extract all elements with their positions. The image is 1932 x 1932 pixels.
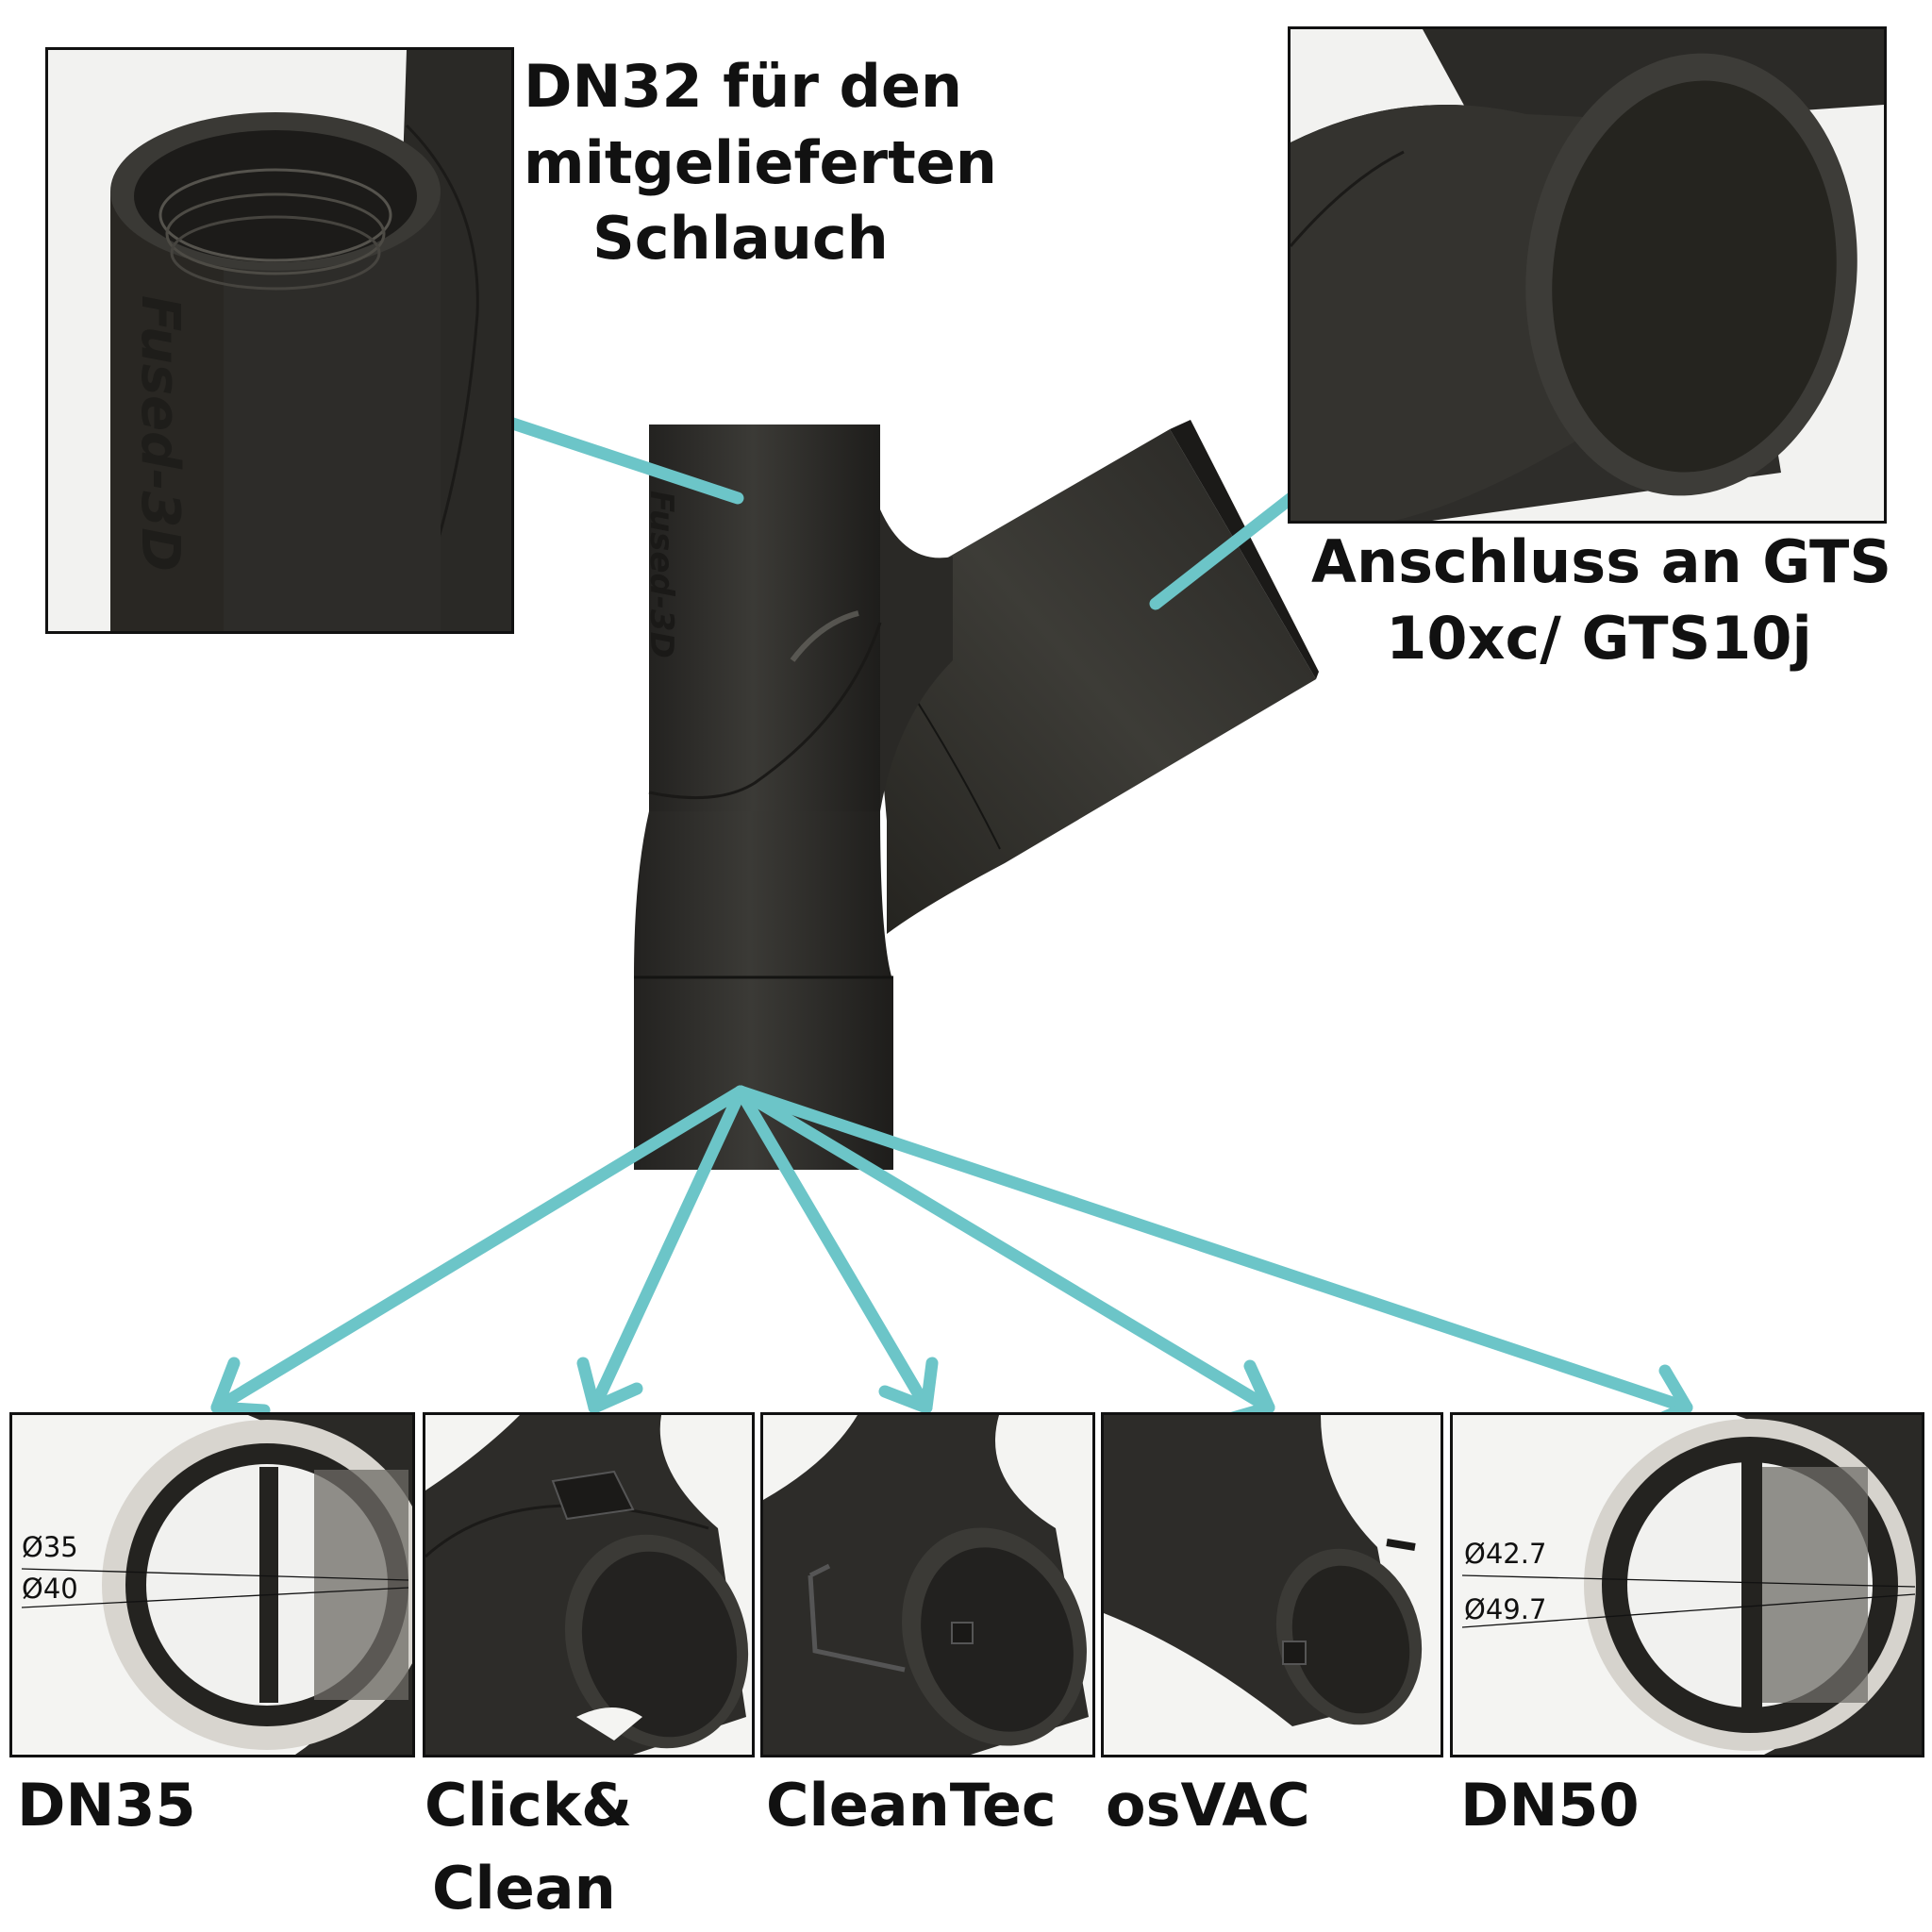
caption-dn35-line-1: DN35 <box>17 1771 196 1840</box>
caption-dn35: DN35 <box>17 1764 196 1847</box>
caption-osvac-line-1: osVAC <box>1106 1771 1310 1840</box>
gts-render <box>1291 29 1884 521</box>
branch-pipe <box>868 429 1316 934</box>
inset-dn50: Ø42.7 Ø49.7 <box>1450 1412 1924 1757</box>
dn35-render: Ø35 Ø40 <box>12 1415 412 1755</box>
caption-click-clean-line-1: Click& <box>425 1771 633 1840</box>
arrow-to-click-clean <box>576 1085 747 1414</box>
callout-dn32-line-3: Schlauch <box>592 204 889 274</box>
caption-click-clean: Click& Clean <box>425 1764 632 1930</box>
callout-gts-line-2: 10xc/ GTS10j <box>1386 603 1812 673</box>
caption-osvac: osVAC <box>1106 1764 1310 1847</box>
inset-dn35: Ø35 Ø40 <box>9 1412 415 1757</box>
caption-cleantec: CleanTec <box>766 1764 1057 1847</box>
arrow-to-cleantec <box>734 1085 939 1414</box>
cleantec-render <box>763 1415 1092 1755</box>
osvac-render <box>1104 1415 1441 1755</box>
callout-dn32-line-1: DN32 für den <box>524 52 963 121</box>
inset-click-clean <box>423 1412 755 1757</box>
dn32-render: Fused-3D <box>48 50 511 631</box>
dn50-dim-outer: Ø49.7 <box>1464 1593 1546 1625</box>
dn35-dim-outer: Ø40 <box>22 1573 78 1605</box>
click-clean-render <box>425 1415 752 1755</box>
caption-dn50: DN50 <box>1460 1764 1640 1847</box>
callout-dn32: DN32 für den mitgelieferten Schlauch <box>524 49 997 277</box>
y-connector-part: Fused-3D <box>634 420 1319 1170</box>
callout-gts-line-1: Anschluss an GTS <box>1311 527 1892 596</box>
saddle-join <box>880 509 953 811</box>
arrow-to-osvac <box>734 1085 1275 1426</box>
caption-cleantec-line-1: CleanTec <box>766 1771 1057 1840</box>
dn50-dim-inner: Ø42.7 <box>1464 1538 1546 1570</box>
inset-cleantec <box>760 1412 1095 1757</box>
dn35-dim-inner: Ø35 <box>22 1531 78 1563</box>
dn32-engraving: Fused-3D <box>129 295 191 572</box>
callout-dn32-line-2: mitgelieferten <box>524 127 997 197</box>
inset-dn32: Fused-3D <box>45 47 514 634</box>
inset-osvac <box>1101 1412 1443 1757</box>
callout-gts: Anschluss an GTS 10xc/ GTS10j <box>1311 525 1892 676</box>
caption-dn50-line-1: DN50 <box>1460 1771 1640 1840</box>
arrow-to-dn35 <box>210 1085 747 1417</box>
caption-click-clean-line-2: Clean <box>432 1854 616 1924</box>
part-engraving: Fused-3D <box>642 491 680 658</box>
inset-gts <box>1288 26 1887 524</box>
branch-end-face <box>1170 420 1319 679</box>
lower-body <box>634 811 891 976</box>
dn50-render: Ø42.7 Ø49.7 <box>1453 1415 1922 1755</box>
